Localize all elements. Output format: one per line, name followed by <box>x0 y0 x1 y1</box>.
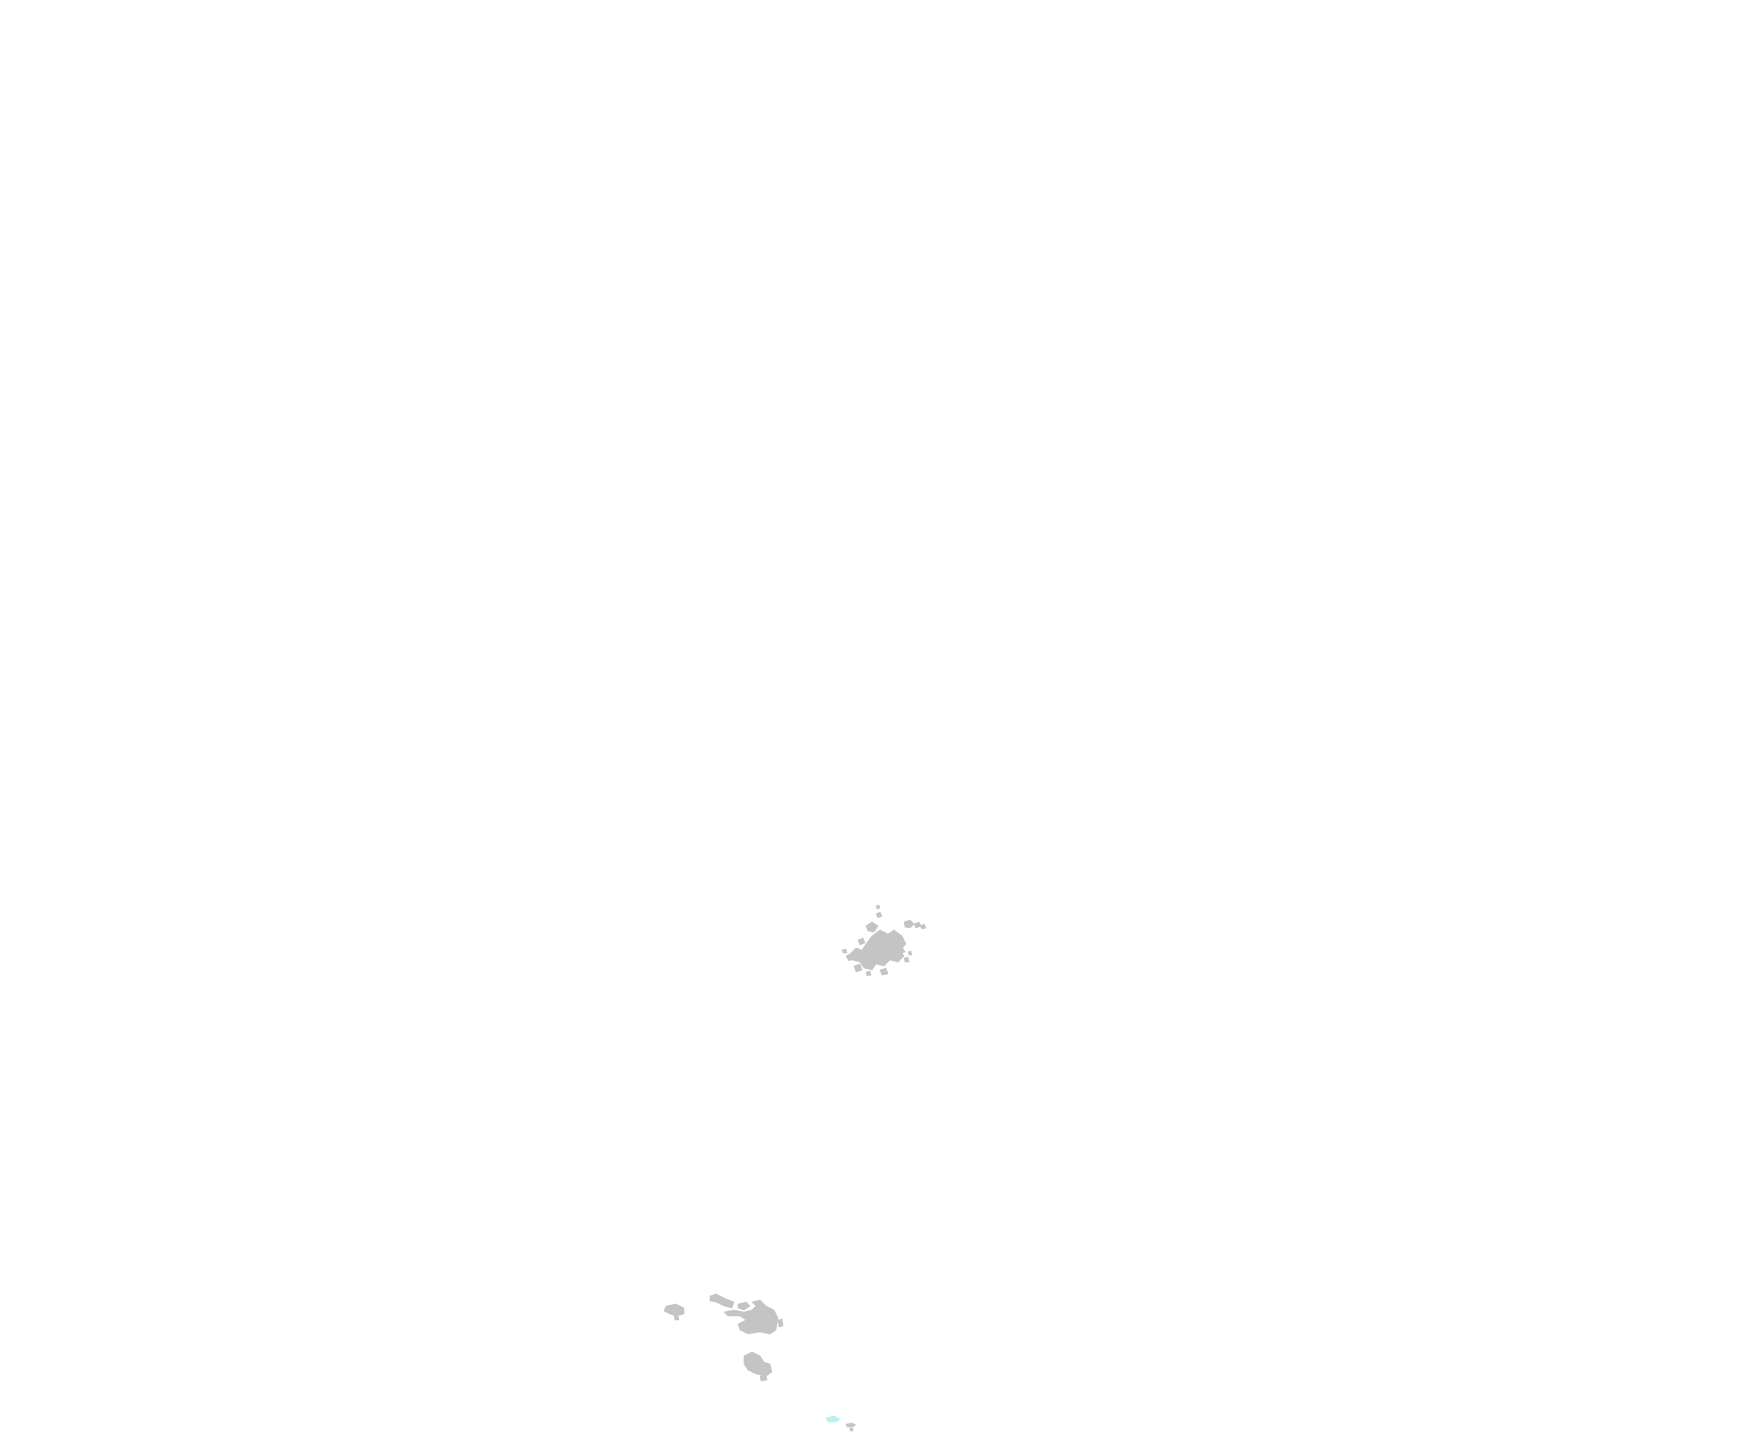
islet-tiny[interactable] <box>845 1422 857 1432</box>
island-chain-southeast[interactable] <box>709 1293 784 1335</box>
island-small-west[interactable] <box>663 1303 685 1321</box>
island-cluster-central[interactable] <box>841 904 927 977</box>
island-south[interactable] <box>743 1351 773 1382</box>
islet-highlighted[interactable] <box>825 1415 841 1423</box>
